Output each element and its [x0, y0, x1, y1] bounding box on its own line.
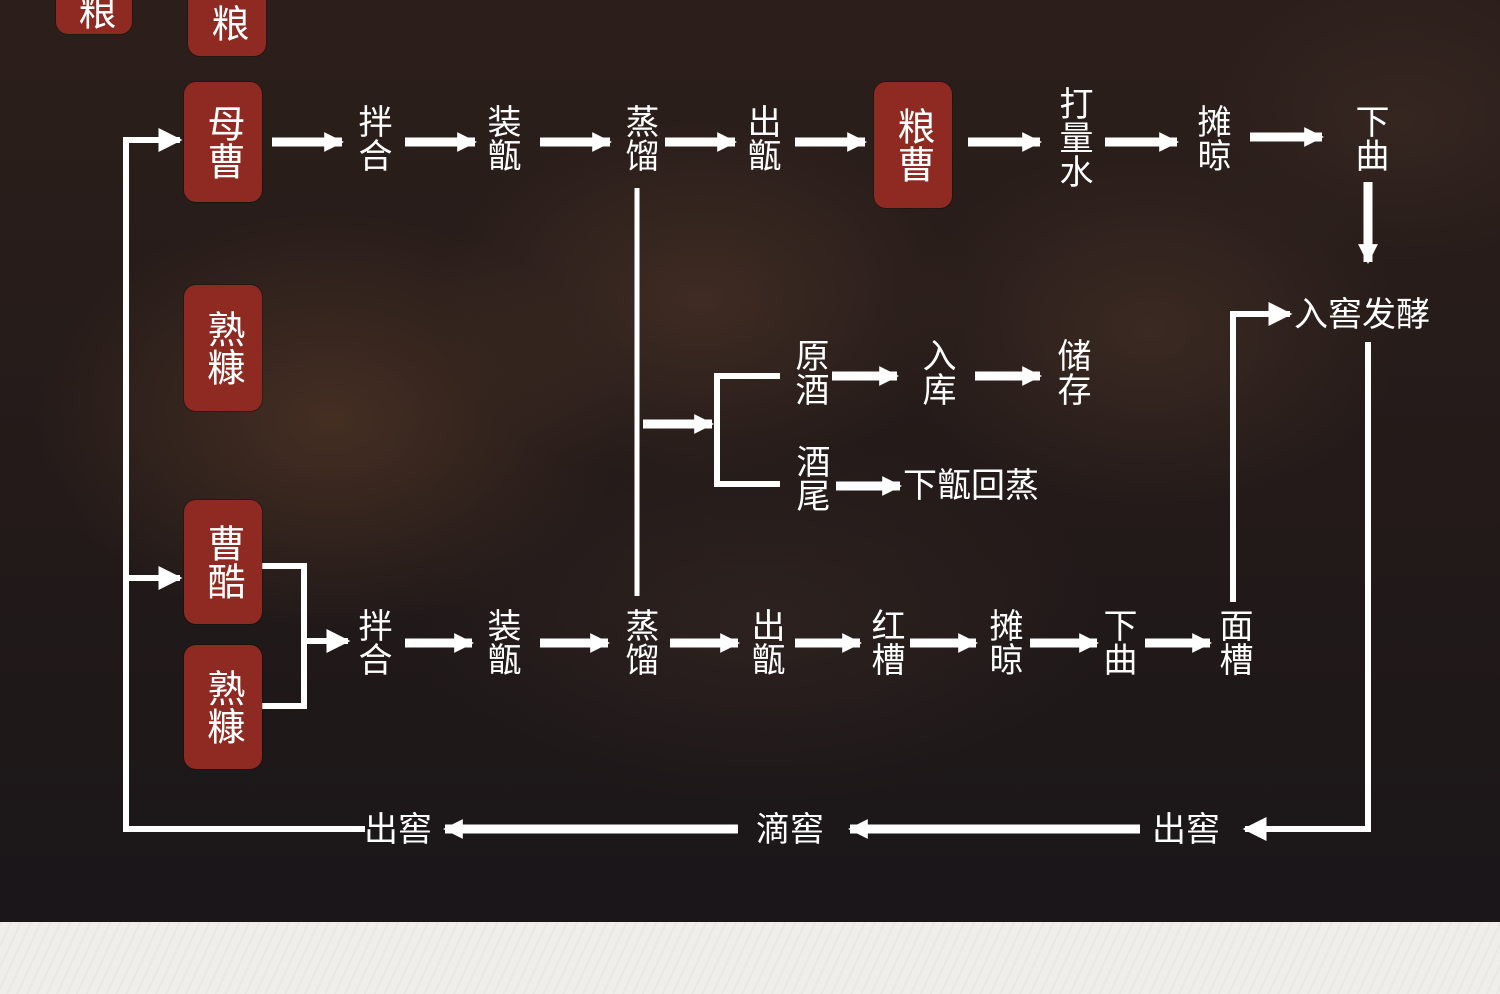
label-yuanjiu: 原酒	[789, 338, 829, 406]
label-r1-zhuangzeng: 装甑	[481, 104, 521, 172]
label-r2-miancao: 面槽	[1213, 608, 1253, 676]
paper-texture-strip	[0, 922, 1500, 994]
label-chujiao-left: 出窖	[364, 810, 432, 850]
label-ferment: 入窖发酵	[1294, 295, 1430, 335]
label-r1-daliangshui: 打量水	[1053, 86, 1093, 188]
badge-liang-zao: 粮曹	[874, 82, 952, 208]
label-r2-hongcao: 红槽	[865, 608, 905, 676]
label-r1-tanliang: 摊晾	[1191, 104, 1231, 172]
label-dijiao: 滴窖	[756, 810, 824, 850]
label-r2-banhe: 拌合	[352, 608, 392, 676]
label-chujiao-right: 出窖	[1152, 810, 1220, 850]
label-r1-xiaqu: 下曲	[1349, 104, 1389, 172]
left-loop-line	[123, 128, 365, 832]
badge-shu-kang-mid: 熟糠	[184, 285, 262, 411]
badge-liang-top-left: 粮	[56, 0, 132, 34]
bracket-merge	[262, 563, 307, 709]
label-chucun: 储存	[1051, 338, 1091, 406]
branch-bracket	[714, 373, 780, 487]
label-r2-tanliang: 摊晾	[983, 608, 1023, 676]
badge-zao-cu: 曹酷	[184, 500, 262, 624]
ferment-down-line	[1242, 342, 1371, 841]
label-r2-zhengliu: 蒸馏	[619, 608, 659, 676]
badge-liang-top: 粮	[188, 0, 266, 56]
label-ruku: 入库	[916, 338, 956, 406]
label-r2-zhuangzeng: 装甑	[481, 608, 521, 676]
miancao-up-line	[1230, 302, 1293, 602]
label-r1-banhe: 拌合	[352, 104, 392, 172]
label-jiuwei: 酒尾	[790, 444, 830, 512]
flow-connectors	[123, 127, 1378, 841]
label-xiazeng-huizheng: 下甑回蒸	[903, 466, 1039, 506]
label-r2-xiaqu: 下曲	[1097, 608, 1137, 676]
badge-shu-kang-bottom: 熟糠	[184, 645, 262, 769]
label-r1-chuzeng: 出甑	[741, 104, 781, 172]
label-r1-zhengliu: 蒸馏	[619, 104, 659, 172]
badge-mu-zao: 母曹	[184, 82, 262, 202]
label-r2-chuzeng: 出甑	[745, 608, 785, 676]
